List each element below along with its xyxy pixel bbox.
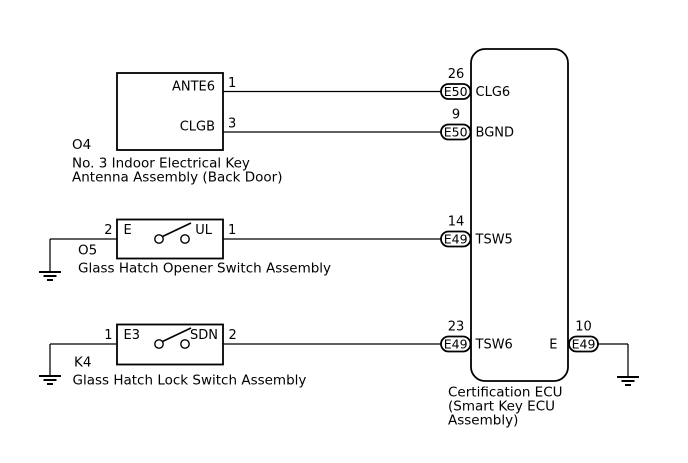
ecu-terminal-bgnd: BGND	[476, 126, 515, 141]
connector-e50-pin26	[440, 83, 472, 100]
ground-icon	[617, 344, 639, 386]
connector-label: E49	[572, 337, 596, 352]
antenna-terminal-ante6: ANTE6	[172, 80, 215, 95]
ecu-name-line1: Certification ECU	[448, 385, 563, 401]
ecu-pin-number: 26	[448, 67, 465, 82]
ecu-pin-number: 23	[448, 320, 465, 335]
ecu-terminal-e: E	[549, 338, 557, 353]
antenna-name-line1: No. 3 Indoor Electrical Key	[72, 156, 250, 172]
lock-terminal-sdn: SDN	[190, 328, 218, 343]
lock-switch-id: K4	[74, 355, 91, 371]
lock-pin-left: 1	[104, 328, 112, 343]
connector-e49-pin23	[440, 335, 472, 353]
opener-pin-left: 2	[104, 223, 112, 238]
opener-switch-box	[116, 218, 224, 260]
lock-switch-box	[116, 323, 224, 366]
opener-terminal-ul: UL	[195, 223, 213, 238]
ecu-terminal-clg6: CLG6	[476, 85, 511, 100]
switch-contact-icon	[154, 339, 164, 349]
antenna-pin-3: 3	[228, 117, 236, 132]
ecu-box	[470, 48, 569, 382]
connector-label: E50	[444, 125, 468, 140]
ecu-pin-number: 10	[575, 320, 592, 335]
connector-e49-pin14	[440, 230, 472, 248]
ecu-terminal-tsw6: TSW6	[475, 338, 513, 353]
lock-terminal-e3: E3	[124, 328, 141, 343]
switch-blade-icon	[162, 327, 192, 343]
antenna-pin-1: 1	[228, 76, 236, 91]
connector-label: E49	[444, 337, 468, 352]
lock-pin-right: 2	[229, 328, 237, 343]
ecu-pin-number: 9	[452, 108, 460, 123]
ground-icon	[39, 239, 61, 281]
ecu-pin-number: 14	[448, 215, 465, 230]
connector-label: E50	[444, 84, 468, 99]
ground-icon	[39, 344, 61, 385]
opener-pin-right: 1	[228, 223, 236, 238]
connector-label: E49	[444, 232, 468, 247]
lock-switch-name: Glass Hatch Lock Switch Assembly	[73, 373, 307, 389]
switch-contact-icon	[154, 234, 164, 244]
switch-blade-icon	[162, 222, 192, 238]
opener-terminal-e: E	[124, 223, 132, 238]
opener-switch-name: Glass Hatch Opener Switch Assembly	[78, 261, 331, 277]
antenna-name-line2: Antenna Assembly (Back Door)	[72, 170, 283, 186]
connector-e50-pin9	[440, 123, 472, 141]
switch-contact-icon	[180, 234, 190, 244]
antenna-box	[116, 72, 224, 151]
switch-contact-icon	[180, 339, 190, 349]
antenna-terminal-clgb: CLGB	[180, 120, 215, 135]
opener-switch-id: O5	[78, 243, 97, 259]
ecu-name-line2: (Smart Key ECU	[448, 399, 555, 415]
ecu-terminal-tsw5: TSW5	[475, 233, 513, 248]
antenna-id: O4	[72, 137, 91, 153]
ecu-name-line3: Assembly)	[448, 413, 518, 429]
